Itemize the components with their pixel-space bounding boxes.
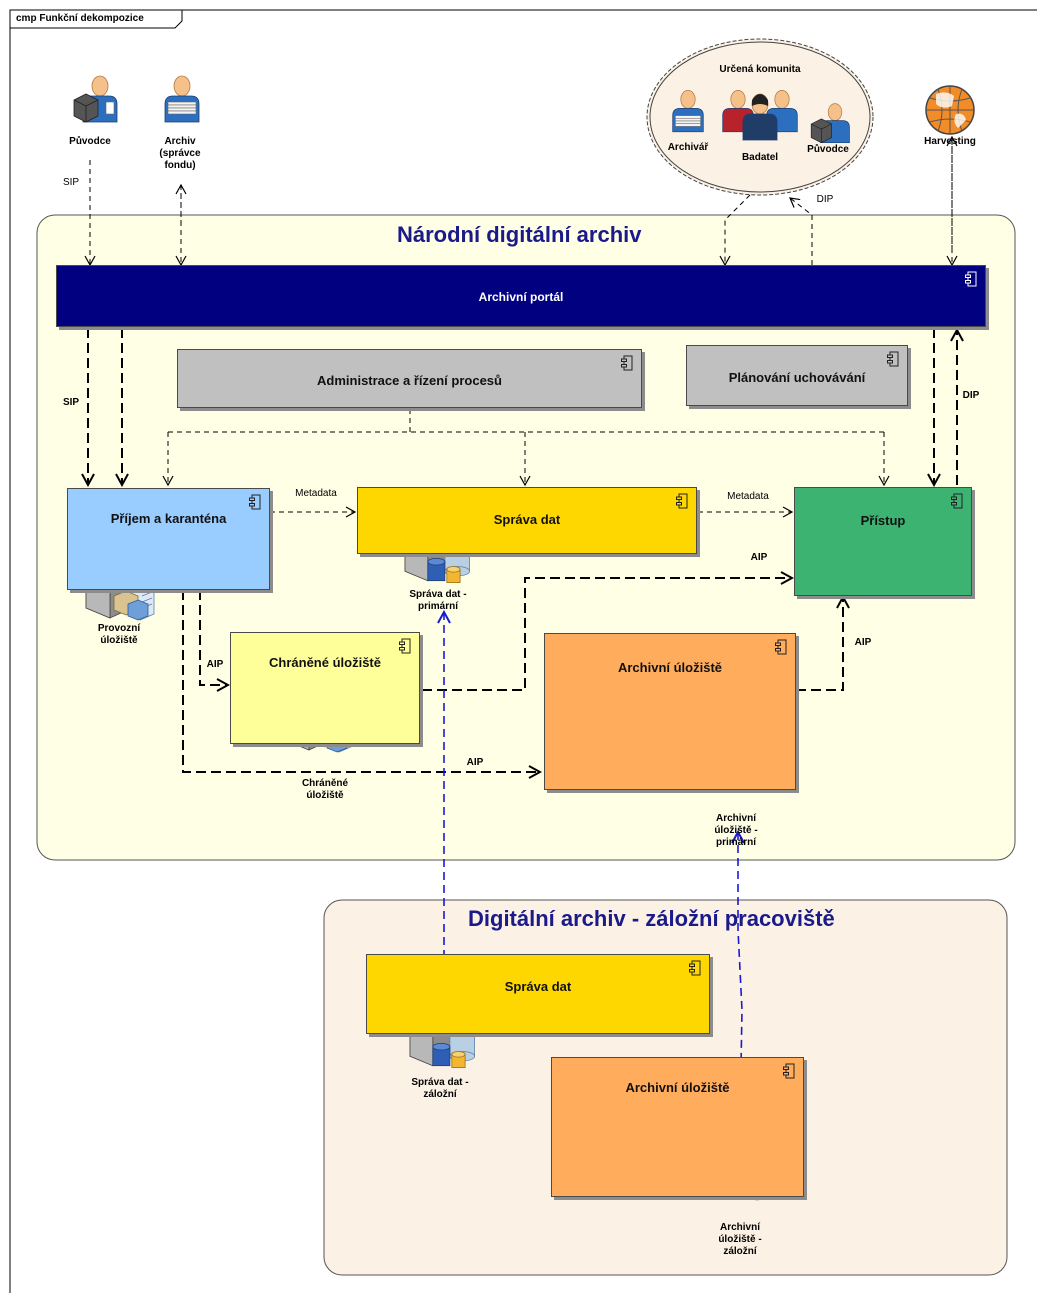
component-icon: [676, 493, 688, 509]
node-chranene-label: Chráněné úložiště: [301, 778, 349, 801]
component-archivni-portal-label: Archivní portál: [478, 290, 564, 304]
person-icon-archiv: [164, 75, 200, 123]
node-archivni-zalozni-label: Archivní úložiště - záložní: [718, 1222, 762, 1257]
flow-label-aip-chranene: AIP: [206, 659, 224, 670]
person-icon-puvodce: [73, 75, 118, 123]
flow-aip-chranene: [199, 590, 228, 685]
node-sprava-primarni-label: Správa dat - primární: [409, 589, 467, 612]
flow-aip-access: [422, 578, 792, 691]
community-member-puvodce: Původce: [807, 144, 849, 155]
flow-aip-right: [796, 597, 843, 691]
globe-icon: [925, 85, 975, 135]
component-planovani[interactable]: Plánování uchovávání: [686, 345, 908, 406]
node-provozni-label: Provozní úložiště: [97, 623, 141, 646]
frame-label: cmp Funkční dekompozice: [16, 13, 144, 24]
component-chranene-label: Chráněné úložiště: [269, 655, 381, 670]
community-title: Určená komunita: [719, 64, 801, 75]
internal-flows: [88, 328, 957, 772]
flow-label-dip: DIP: [962, 390, 980, 401]
component-icon: [775, 639, 787, 655]
person-icon-puvodce-community: [810, 103, 850, 144]
component-icon: [249, 494, 261, 510]
component-pristup[interactable]: Přístup: [794, 487, 972, 596]
flow-aip-archivni: [182, 590, 540, 772]
component-pristup-label: Přístup: [860, 513, 906, 528]
actor-harvesting-label: Harvesting: [924, 136, 976, 147]
component-icon: [783, 1063, 795, 1079]
component-icon: [951, 493, 963, 509]
frame-border: [9, 9, 1037, 1298]
flow-community-portal: [719, 194, 751, 267]
flow-label-aip-right: AIP: [854, 637, 872, 648]
component-archivni-uloziste[interactable]: Archivní úložiště: [544, 633, 796, 790]
component-administrace-label: Administrace a řízení procesů: [317, 373, 502, 388]
component-icon: [399, 638, 411, 654]
backup-region-title: Digitální archiv - záložní pracoviště: [468, 906, 835, 931]
flow-label-metadata-1: Metadata: [295, 488, 337, 499]
flow-label-aip-archivni: AIP: [466, 757, 484, 768]
component-sprava-dat-backup[interactable]: Správa dat: [366, 954, 710, 1034]
person-icon-archivar: [672, 90, 704, 133]
community-member-badatel: Badatel: [741, 152, 779, 163]
flow-label-sip: SIP: [62, 397, 80, 408]
people-icons: [73, 75, 850, 144]
flow-label-dip-top: DIP: [816, 194, 834, 205]
actor-puvodce-label: Původce: [69, 136, 111, 147]
component-archivni-uloziste-backup[interactable]: Archivní úložiště: [551, 1057, 804, 1197]
component-icon: [965, 271, 977, 287]
community-member-archivar: Archivář: [667, 142, 709, 153]
component-archivni-backup-label: Archivní úložiště: [625, 1080, 730, 1095]
flow-label-metadata-2: Metadata: [727, 491, 769, 502]
component-prijem-label: Příjem a karanténa: [110, 511, 227, 526]
flow-label-aip-access: AIP: [750, 552, 768, 563]
admin-flows: [162, 409, 890, 518]
person-icon-badatel: [742, 93, 778, 141]
flow-dip-community: [789, 197, 813, 265]
component-planovani-label: Plánování uchovávání: [728, 370, 866, 385]
component-archivni-label: Archivní úložiště: [617, 660, 723, 675]
external-flows: [84, 135, 958, 267]
node-sprava-zalozni-label: Správa dat - záložní: [411, 1077, 469, 1100]
component-chranene-uloziste[interactable]: Chráněné úložiště: [230, 632, 420, 744]
component-prijem[interactable]: Příjem a karanténa: [67, 488, 270, 590]
actor-archiv-label: Archiv (správce fondu): [159, 136, 201, 171]
nda-region-title: Národní digitální archiv: [397, 222, 642, 247]
component-sprava-dat-backup-label: Správa dat: [504, 979, 572, 994]
frame-tab-outline: [10, 10, 183, 29]
component-sprava-dat-label: Správa dat: [493, 512, 561, 527]
component-administrace[interactable]: Administrace a řízení procesů: [177, 349, 642, 408]
component-icon: [689, 960, 701, 976]
component-icon: [621, 355, 633, 371]
component-sprava-dat[interactable]: Správa dat: [357, 487, 697, 554]
node-archivni-primarni-label: Archivní úložiště - primární: [714, 813, 758, 848]
component-archivni-portal[interactable]: Archivní portál: [56, 265, 986, 327]
component-icon: [887, 351, 899, 367]
community-ellipse-inner: [649, 41, 871, 193]
flow-label-sip-top: SIP: [62, 177, 80, 188]
